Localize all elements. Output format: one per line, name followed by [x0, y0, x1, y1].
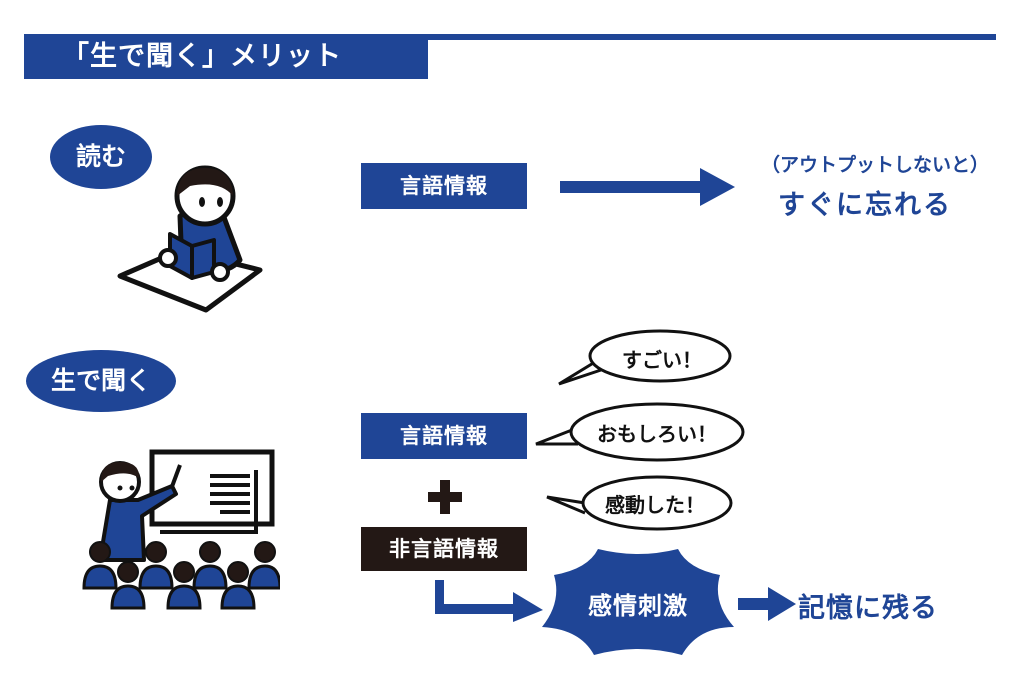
- verbal-info-box-live: 言語情報: [361, 413, 527, 459]
- elbow-arrow-icon: [435, 580, 543, 622]
- result-memory: 記憶に残る: [798, 593, 938, 624]
- person-reading-book-icon: [117, 165, 263, 313]
- verbal-info-box-reading: 言語情報: [361, 163, 527, 209]
- speech-bubble: [535, 402, 745, 462]
- bubble-text-3: 感動した！: [605, 493, 705, 517]
- arrow-right-icon: [738, 587, 796, 621]
- arrow-right-icon: [560, 168, 735, 206]
- emotion-text: 感情刺激: [588, 592, 688, 620]
- bubble-text-1: すごい！: [622, 348, 702, 372]
- plus-icon: [428, 480, 462, 514]
- reading-label: 読む: [50, 125, 152, 189]
- speech-bubble: [546, 475, 733, 531]
- emotion-burst-shape: [542, 549, 734, 655]
- page-title: 「生で聞く」メリット: [24, 34, 428, 79]
- speech-bubble: [558, 329, 732, 386]
- result-note: （アウトプットしないと）: [760, 154, 989, 176]
- nonverbal-info-box: 非言語情報: [361, 527, 527, 571]
- bubble-text-2: おもしろい！: [597, 422, 717, 446]
- title-rule: [428, 34, 996, 40]
- presenter-audience-icon: [82, 449, 280, 610]
- result-forget: すぐに忘れる: [778, 190, 952, 221]
- live-label: 生で聞く: [26, 350, 176, 412]
